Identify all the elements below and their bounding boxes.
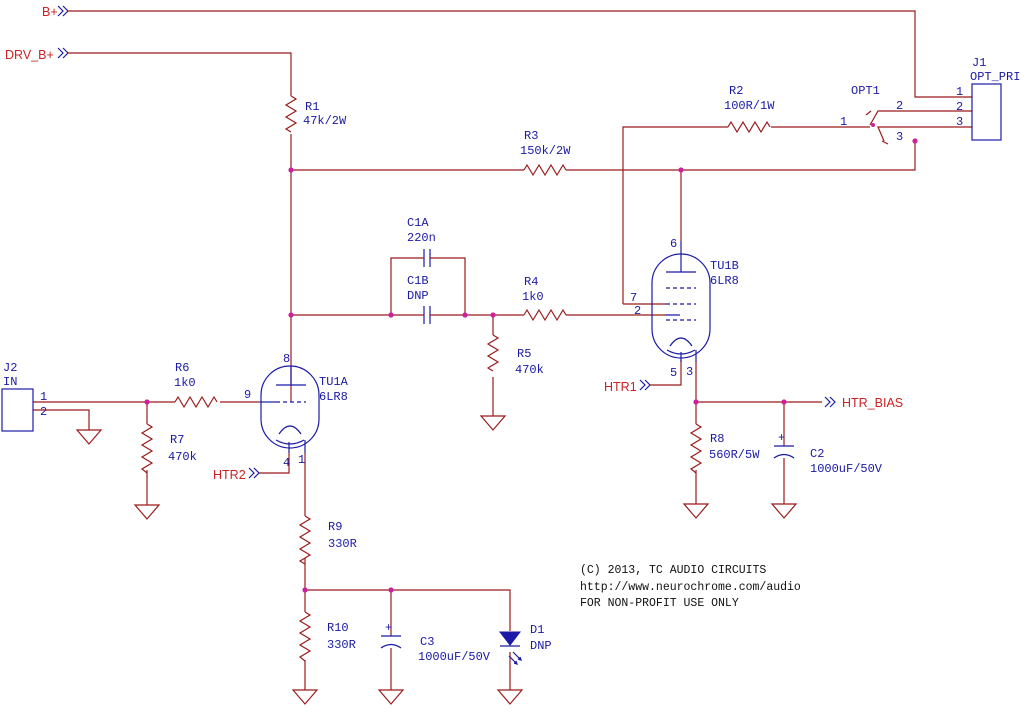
svg-text:470k: 470k <box>515 363 544 377</box>
svg-text:6LR8: 6LR8 <box>319 390 348 404</box>
svg-text:3: 3 <box>956 115 963 129</box>
svg-text:2: 2 <box>40 405 47 419</box>
svg-text:3: 3 <box>686 365 693 379</box>
net-port-htr1: HTR1 <box>604 379 651 394</box>
svg-text:R7: R7 <box>170 433 184 447</box>
svg-text:1: 1 <box>40 390 47 404</box>
resistor-r6: R6 1k0 <box>174 361 218 409</box>
svg-text:R5: R5 <box>517 347 531 361</box>
svg-text:470k: 470k <box>168 450 197 464</box>
svg-text:6: 6 <box>670 237 677 251</box>
resistor-r4: R4 1k0 <box>522 275 567 322</box>
resistor-r2: R2 100R/1W <box>724 84 775 134</box>
svg-text:R3: R3 <box>524 129 538 143</box>
resistor-r9: R9 330R <box>298 515 357 565</box>
svg-text:TU1B: TU1B <box>710 259 739 273</box>
svg-text:4: 4 <box>283 456 290 470</box>
resistor-r10: R10 330R <box>298 611 356 662</box>
ground-symbols <box>75 415 798 705</box>
svg-text:R9: R9 <box>328 520 342 534</box>
junction-dots <box>144 123 918 593</box>
svg-text:3: 3 <box>896 130 903 144</box>
svg-text:+: + <box>385 621 392 635</box>
capacitor-c3: + C3 1000uF/50V <box>380 621 491 664</box>
svg-text:1: 1 <box>840 115 847 129</box>
svg-text:C2: C2 <box>810 447 824 461</box>
svg-text:5: 5 <box>670 366 677 380</box>
led-d1: D1 DNP <box>498 623 552 665</box>
note-line-2: http://www.neurochrome.com/audio <box>580 581 801 594</box>
svg-text:1: 1 <box>298 453 305 467</box>
note-line-3: FOR NON-PROFIT USE ONLY <box>580 597 739 610</box>
svg-text:DRV_B+: DRV_B+ <box>5 48 54 62</box>
svg-text:1k0: 1k0 <box>522 290 544 304</box>
capacitor-c1b: C1B DNP <box>407 274 434 324</box>
net-port-b-plus: B+ <box>42 5 69 19</box>
resistor-r3: R3 150k/2W <box>520 129 571 177</box>
svg-text:330R: 330R <box>327 638 356 652</box>
svg-text:HTR1: HTR1 <box>604 380 637 394</box>
svg-text:OPT_PRI: OPT_PRI <box>970 70 1020 84</box>
svg-text:150k/2W: 150k/2W <box>520 144 571 158</box>
net-port-htr2: HTR2 <box>213 467 260 482</box>
svg-text:DNP: DNP <box>407 289 429 303</box>
svg-text:J2: J2 <box>3 361 17 375</box>
svg-text:J1: J1 <box>972 56 986 70</box>
svg-text:R10: R10 <box>327 621 349 635</box>
capacitor-c1a: C1A 220n <box>407 216 436 267</box>
svg-text:2: 2 <box>896 99 903 113</box>
svg-text:47k/2W: 47k/2W <box>303 114 347 128</box>
capacitor-c2: + C2 1000uF/50V <box>773 431 883 476</box>
resistor-r5: R5 470k <box>486 334 544 377</box>
svg-text:DNP: DNP <box>530 639 552 653</box>
svg-text:8: 8 <box>283 352 290 366</box>
svg-text:100R/1W: 100R/1W <box>724 99 775 113</box>
svg-text:R4: R4 <box>524 275 538 289</box>
svg-text:B+: B+ <box>42 5 58 19</box>
svg-text:HTR_BIAS: HTR_BIAS <box>842 396 903 410</box>
tube-tu1b: 6 7 2 5 3 TU1B 6LR8 <box>630 237 739 380</box>
svg-text:OPT1: OPT1 <box>851 84 880 98</box>
svg-text:560R/5W: 560R/5W <box>709 448 760 462</box>
svg-text:6LR8: 6LR8 <box>710 274 739 288</box>
svg-text:2: 2 <box>956 100 963 114</box>
net-port-drv-b-plus: DRV_B+ <box>5 47 69 62</box>
svg-text:TU1A: TU1A <box>319 375 349 389</box>
svg-text:IN: IN <box>3 375 17 389</box>
svg-text:7: 7 <box>630 291 637 305</box>
svg-text:1k0: 1k0 <box>174 376 196 390</box>
note-line-1: (C) 2013, TC AUDIO CIRCUITS <box>580 564 766 577</box>
svg-text:1000uF/50V: 1000uF/50V <box>810 462 883 476</box>
svg-text:220n: 220n <box>407 231 436 245</box>
switch-opt1: OPT1 1 2 3 <box>840 84 903 144</box>
svg-text:2: 2 <box>634 304 641 318</box>
svg-text:R2: R2 <box>729 84 743 98</box>
svg-text:R6: R6 <box>175 361 189 375</box>
resistor-r1: R1 47k/2W <box>284 95 347 133</box>
connector-j1: J1 OPT_PRI 1 2 3 <box>956 56 1020 141</box>
svg-text:R1: R1 <box>305 100 319 114</box>
svg-text:1000uF/50V: 1000uF/50V <box>418 650 491 664</box>
svg-text:C1B: C1B <box>407 274 429 288</box>
svg-text:R8: R8 <box>710 432 724 446</box>
svg-text:1: 1 <box>956 85 963 99</box>
net-port-htr-bias: HTR_BIAS <box>824 396 903 410</box>
wires <box>33 10 972 690</box>
svg-text:C1A: C1A <box>407 216 429 230</box>
resistor-r7: R7 470k <box>140 423 197 474</box>
svg-text:C3: C3 <box>420 635 434 649</box>
svg-text:HTR2: HTR2 <box>213 468 246 482</box>
svg-text:9: 9 <box>244 388 251 402</box>
connector-j2: J2 IN 1 2 <box>1 361 47 432</box>
svg-text:D1: D1 <box>530 623 544 637</box>
resistor-r8: R8 560R/5W <box>689 423 760 474</box>
svg-text:+: + <box>778 431 785 445</box>
copyright-notes: (C) 2013, TC AUDIO CIRCUITS http://www.n… <box>580 564 801 610</box>
svg-text:330R: 330R <box>328 537 357 551</box>
tube-tu1a: 8 9 4 1 TU1A 6LR8 <box>244 352 349 470</box>
